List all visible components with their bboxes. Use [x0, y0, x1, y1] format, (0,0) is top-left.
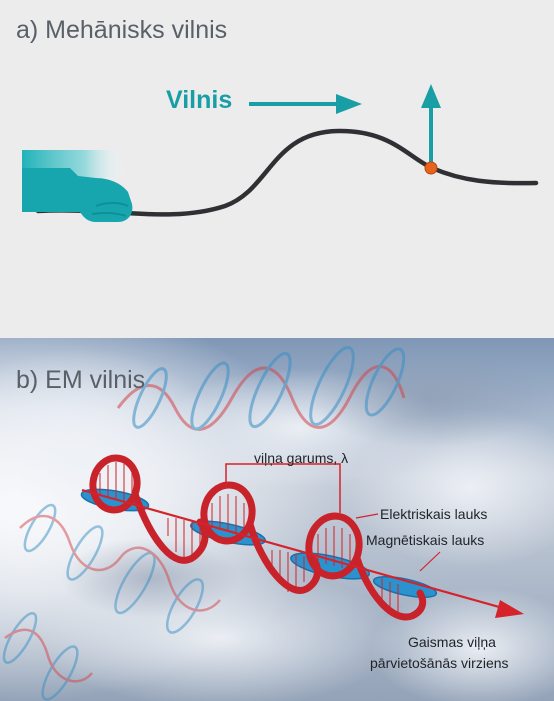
panel-a-title: a) Mehānisks vilnis [16, 16, 228, 44]
mechanical-wave-drawing [22, 84, 539, 222]
electric-field-wave [89, 454, 427, 621]
cloud-background [0, 338, 554, 701]
em-wave-drawing [0, 338, 554, 701]
propagation-axis-arrow-icon [81, 488, 524, 618]
magnetic-field-label: Magnētiskais lauks [366, 532, 485, 548]
hand-icon [22, 150, 133, 222]
label-leader-lines [355, 513, 441, 572]
wave-direction-arrow-icon [249, 94, 362, 114]
panel-em-wave: b) EM vilnis viļņa garums, λ Elektriskai… [0, 338, 554, 701]
panel-mechanical-wave: a) Mehānisks vilnis [0, 0, 554, 338]
wavelength-bracket [225, 463, 341, 513]
wave-label: Vilnis [166, 86, 233, 114]
rope-line [35, 128, 539, 217]
electric-field-label: Elektriskais lauks [380, 506, 488, 522]
particle-motion-arrow-icon [421, 84, 441, 166]
panel-b-title: b) EM vilnis [16, 366, 146, 394]
wavelength-label: viļņa garums, λ [254, 450, 349, 466]
rope-particle [424, 161, 438, 175]
direction-label-line2: pārvietošānās virziens [370, 655, 509, 671]
direction-label-line1: Gaismas viļņa [408, 634, 496, 650]
background-wave-lower [2, 503, 221, 701]
background-wave-upper [116, 346, 406, 431]
